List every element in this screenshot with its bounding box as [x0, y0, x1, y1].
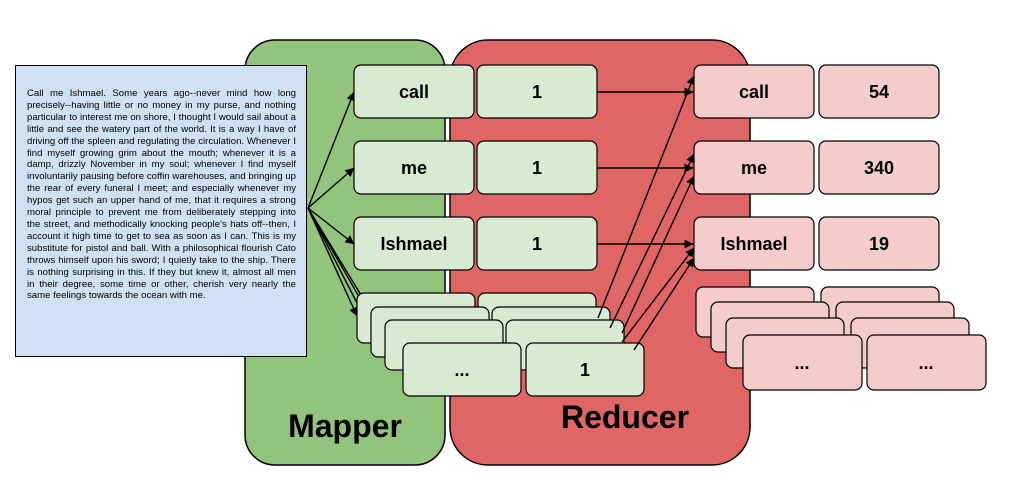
mapper-pair-ishmael: Ishmael 1	[353, 216, 598, 271]
mapper-key-box	[353, 216, 475, 271]
reducer-value: 54	[869, 82, 889, 102]
reducer-key-box	[693, 216, 815, 271]
mapper-key: ...	[454, 360, 469, 380]
mapper-title: Mapper	[288, 408, 402, 444]
reducer-result-call: call 54	[693, 64, 940, 119]
reducer-value-box	[866, 334, 987, 391]
reducer-value-box	[818, 216, 940, 271]
mapper-key: call	[399, 82, 429, 102]
mapper-pair-me: me 1	[353, 140, 598, 195]
source-text-box: Call me Ishmael. Some years ago--never m…	[15, 65, 307, 357]
mapper-key: Ishmael	[380, 234, 447, 254]
mapper-key-box	[353, 64, 475, 119]
reducer-key: Ishmael	[720, 234, 787, 254]
mapper-key: me	[401, 158, 427, 178]
mapper-key-box	[402, 342, 522, 397]
mapper-value: 1	[532, 158, 542, 178]
mapper-value: 1	[580, 360, 590, 380]
mapper-pair-call: call 1	[353, 64, 598, 119]
reducer-key-box	[693, 64, 815, 119]
reducer-result-ishmael: Ishmael 19	[693, 216, 940, 271]
mapper-pair-stack: ... 1	[356, 292, 645, 397]
reducer-key-box	[693, 140, 815, 195]
reducer-key: ...	[794, 353, 809, 373]
reducer-key: me	[741, 158, 767, 178]
reducer-results: call 54 me 340 Ishmael 19 ... ...	[693, 64, 987, 391]
reducer-title: Reducer	[561, 399, 689, 435]
reducer-value: 19	[869, 234, 889, 254]
reducer-result-stack: ... ...	[695, 286, 987, 391]
reducer-result-me: me 340	[693, 140, 940, 195]
mapper-key-box	[353, 140, 475, 195]
reducer-value: ...	[918, 353, 933, 373]
reducer-value-box	[818, 140, 940, 195]
mapper-value-box	[525, 342, 645, 397]
reducer-key: call	[739, 82, 769, 102]
reducer-value: 340	[864, 158, 894, 178]
mapper-value: 1	[532, 82, 542, 102]
reducer-key-box	[742, 334, 863, 391]
reducer-value-box	[818, 64, 940, 119]
arrows-shuffle	[597, 75, 696, 351]
mapper-pairs: call 1 me 1 Ishmael 1 ... 1	[353, 64, 645, 397]
mapper-value: 1	[532, 234, 542, 254]
